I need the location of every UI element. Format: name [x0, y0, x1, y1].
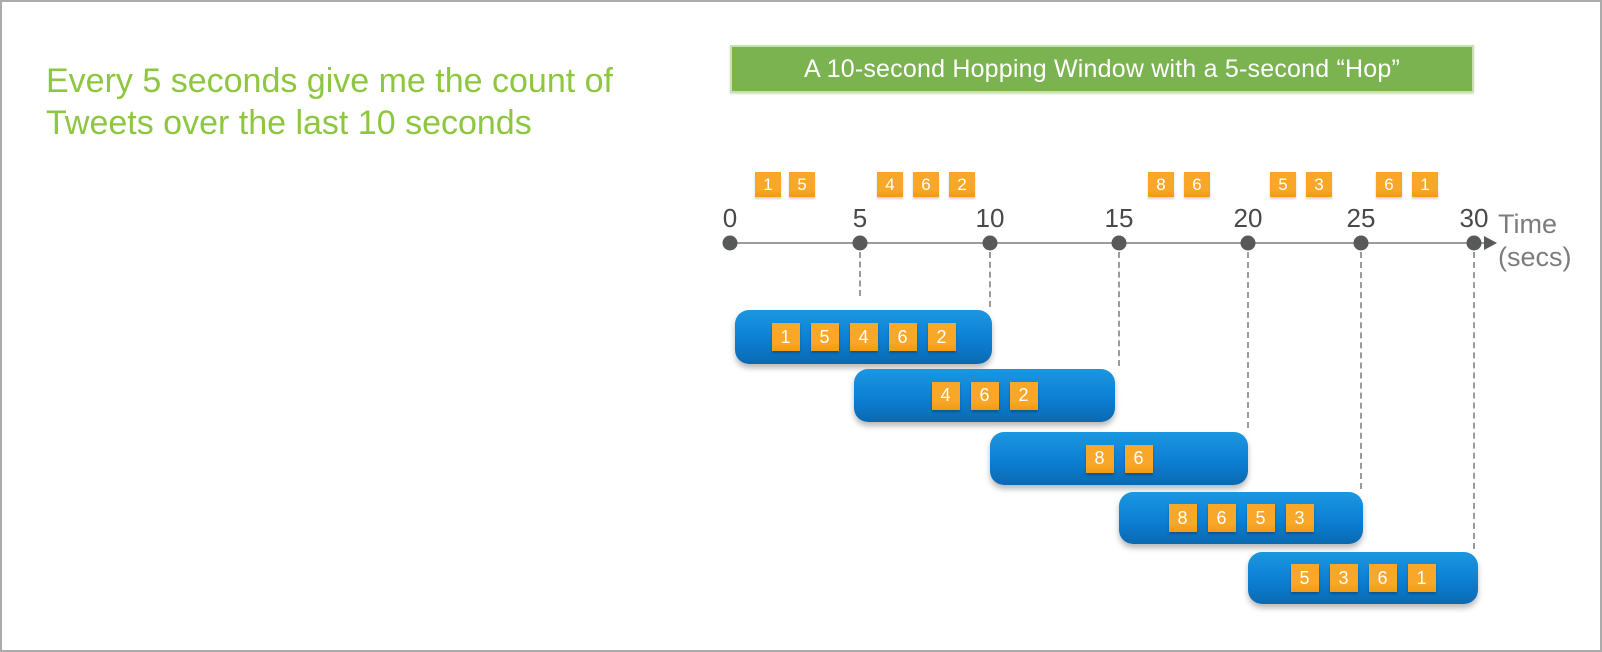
window-event-chip: 5 — [1290, 564, 1319, 592]
timeline-dot — [1466, 235, 1482, 251]
timeline-dot — [852, 235, 868, 251]
event-value: 5 — [797, 174, 807, 194]
event-value: 6 — [1192, 174, 1202, 194]
window-event-chip: 2 — [927, 323, 956, 351]
tick-label: 25 — [1346, 203, 1376, 233]
tick-label: 30 — [1459, 203, 1489, 233]
event-value: 6 — [921, 174, 931, 194]
dashed-drop-line — [1473, 252, 1475, 549]
dashed-drop-line — [1360, 252, 1362, 489]
stream-event-box: 6 — [1184, 172, 1210, 197]
dashed-drop-line — [989, 252, 991, 307]
window-event-chip: 8 — [1168, 504, 1197, 532]
event-value: 2 — [957, 174, 967, 194]
timeline-arrowhead-icon — [1484, 236, 1497, 250]
stream-event-box: 6 — [1376, 172, 1402, 197]
dashed-drop-line — [859, 252, 861, 296]
window-event-chip: 6 — [970, 381, 999, 410]
window-event-chip: 6 — [888, 323, 917, 351]
tick-label: 5 — [852, 203, 868, 233]
window-event-chip: 6 — [1207, 504, 1236, 532]
dashed-drop-line — [1118, 252, 1120, 366]
timeline-dot — [722, 235, 738, 251]
banner: A 10-second Hopping Window with a 5-seco… — [730, 45, 1474, 93]
stream-event-box: 2 — [949, 172, 975, 197]
timeline-dot — [1353, 235, 1369, 251]
event-value: 5 — [1278, 174, 1288, 194]
window-event-chip: 3 — [1329, 564, 1358, 592]
timeline-dot — [1240, 235, 1256, 251]
event-value: 3 — [1314, 174, 1324, 194]
query-text: Every 5 seconds give me the count of Twe… — [46, 62, 613, 142]
window-event-chip: 1 — [771, 323, 800, 351]
tick-label: 20 — [1233, 203, 1263, 233]
tick-label: 10 — [975, 203, 1005, 233]
time-axis-label: Time (secs) — [1498, 208, 1572, 274]
dashed-drop-line — [1247, 252, 1249, 428]
timeline-axis — [730, 242, 1484, 244]
window-event-chip: 4 — [849, 323, 878, 351]
timeline-dot — [982, 235, 998, 251]
stream-event-box: 1 — [1412, 172, 1438, 197]
window-event-chip: 4 — [931, 381, 960, 410]
window-event-chip: 5 — [1246, 504, 1275, 532]
stream-event-box: 3 — [1306, 172, 1332, 197]
event-value: 1 — [1420, 174, 1430, 194]
tick-label: 15 — [1104, 203, 1134, 233]
window-event-chip: 2 — [1009, 381, 1038, 410]
stream-event-box: 5 — [1270, 172, 1296, 197]
stream-event-box: 5 — [789, 172, 815, 197]
event-value: 8 — [1156, 174, 1166, 194]
event-value: 1 — [763, 174, 773, 194]
stream-event-box: 4 — [877, 172, 903, 197]
tick-label: 0 — [722, 203, 738, 233]
event-value: 6 — [1384, 174, 1394, 194]
banner-label: A 10-second Hopping Window with a 5-seco… — [803, 54, 1401, 83]
window-event-chip: 3 — [1285, 504, 1314, 532]
event-value: 4 — [885, 174, 895, 194]
window-event-chip: 6 — [1124, 444, 1153, 473]
stream-event-box: 1 — [755, 172, 781, 197]
time-axis-label-line2: (secs) — [1498, 242, 1572, 272]
window-event-chip: 8 — [1085, 444, 1114, 473]
window-event-chip: 1 — [1407, 564, 1436, 592]
time-axis-label-line1: Time — [1498, 209, 1557, 239]
window-event-chip: 6 — [1368, 564, 1397, 592]
stream-event-box: 6 — [913, 172, 939, 197]
timeline-dot — [1111, 235, 1127, 251]
window-event-chip: 5 — [810, 323, 839, 351]
stream-event-box: 8 — [1148, 172, 1174, 197]
